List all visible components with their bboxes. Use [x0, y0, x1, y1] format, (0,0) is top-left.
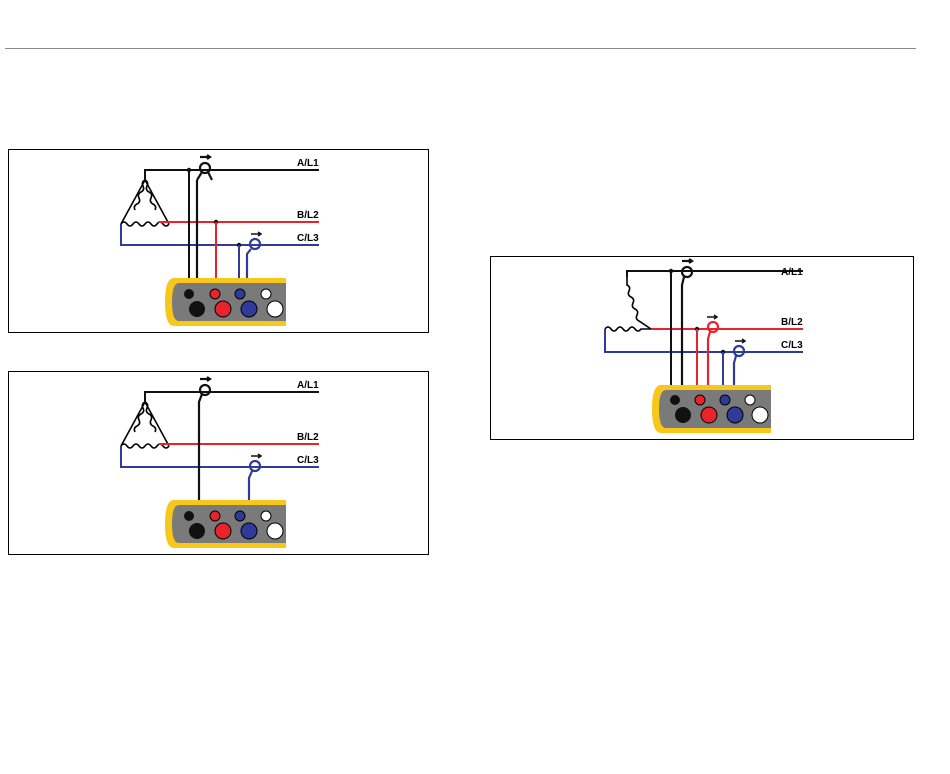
- open-delta-source-icon: [605, 277, 651, 331]
- wiring-diagram-a-svg: A/L1 B/L2 C/L3: [9, 150, 428, 332]
- port-small-black: [184, 289, 194, 299]
- wiring-diagram-c-svg: A/L1 B/L2 C/L3: [491, 257, 913, 439]
- delta-source-icon: [121, 180, 169, 226]
- phase-a-line: [145, 170, 319, 180]
- label-a-l1: A/L1: [297, 380, 319, 391]
- label-b-l2: B/L2: [297, 210, 319, 221]
- logger-connector-panel: [165, 278, 286, 326]
- wiring-diagram-open-delta-three-clamp: A/L1 B/L2 C/L3: [490, 256, 914, 440]
- delta-source-icon: [121, 402, 169, 448]
- label-c-l3: C/L3: [297, 455, 319, 466]
- wiring-diagram-b-svg: A/L1 B/L2 C/L3: [9, 372, 428, 554]
- label-a-l1: A/L1: [781, 267, 803, 278]
- wiring-diagram-delta-clamp-only: A/L1 B/L2 C/L3: [8, 371, 429, 555]
- port-small-blue: [235, 289, 245, 299]
- phase-c-line: [121, 446, 319, 467]
- phase-c-line: [605, 329, 803, 352]
- logger-connector-panel: [165, 500, 286, 548]
- phase-lines: [605, 271, 803, 352]
- current-clamp-a-icon: [682, 259, 692, 407]
- port-large-red: [215, 301, 231, 317]
- label-b-l2: B/L2: [297, 432, 319, 443]
- logger-connector-panel: [652, 385, 771, 433]
- label-c-l3: C/L3: [781, 340, 803, 351]
- port-small-red: [210, 289, 220, 299]
- label-b-l2: B/L2: [781, 317, 803, 328]
- label-c-l3: C/L3: [297, 233, 319, 244]
- port-large-blue: [241, 301, 257, 317]
- top-rule: [5, 48, 916, 49]
- phase-lines: [121, 170, 319, 245]
- phase-a-line: [627, 271, 803, 277]
- port-large-black: [189, 301, 205, 317]
- phase-a-line: [145, 392, 319, 402]
- wiring-diagram-delta-two-clamp: A/L1 B/L2 C/L3: [8, 149, 429, 333]
- phase-c-line: [121, 224, 319, 245]
- port-small-white: [261, 289, 271, 299]
- port-large-white: [267, 301, 283, 317]
- phase-lines: [121, 392, 319, 467]
- label-a-l1: A/L1: [297, 158, 319, 169]
